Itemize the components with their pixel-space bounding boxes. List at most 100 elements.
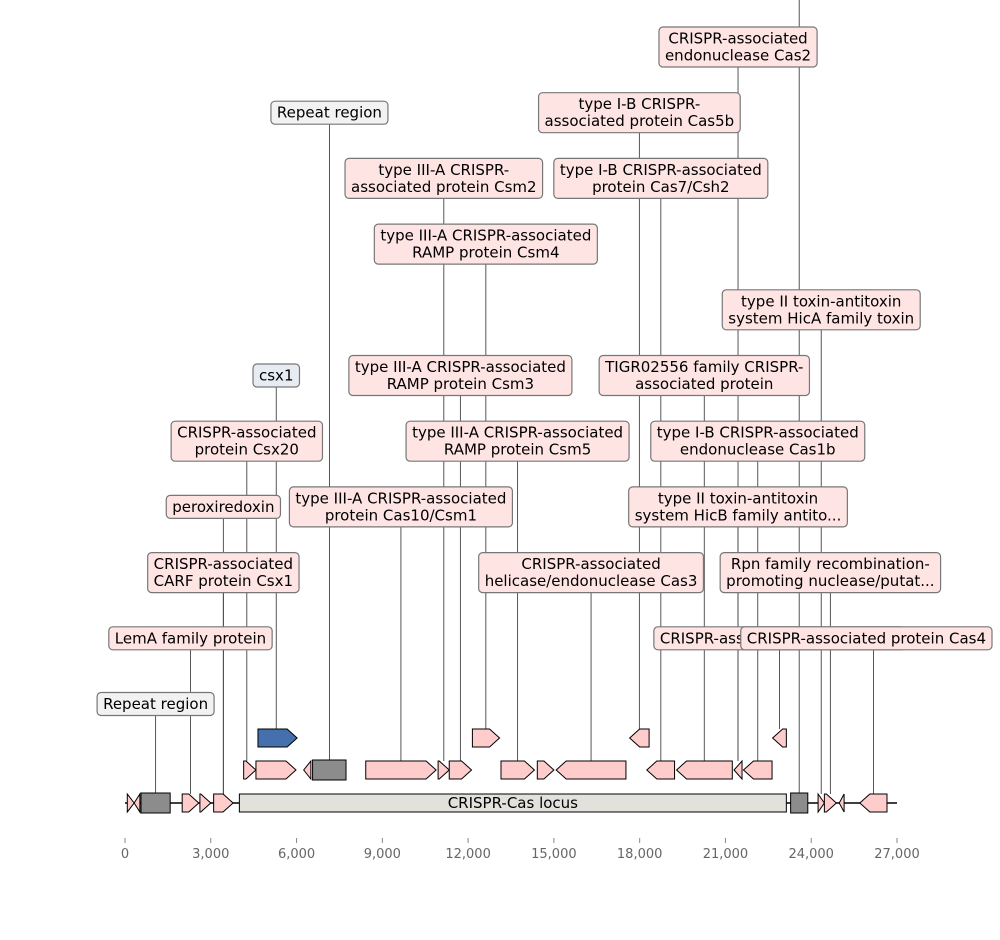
feature-label-box (598, 354, 811, 397)
feature-label-text: CRISPR-associated (668, 30, 807, 48)
axis-tick-label: 18,000 (617, 847, 663, 862)
feature-2 (133, 792, 141, 814)
feature-29 (628, 728, 650, 748)
feature-label-box (170, 420, 324, 462)
feature-6 (213, 793, 234, 813)
axis-tick-label: 0 (121, 847, 129, 862)
feature-20 (500, 760, 536, 780)
feature-label-text: CRISPR-associated (521, 555, 660, 573)
repeat-region-16 (312, 759, 347, 781)
feature-label-text: system HicB family antito... (635, 506, 842, 524)
feature-label-box (478, 551, 705, 594)
feature-label-box (96, 691, 215, 717)
axis-tick-label: 3,000 (192, 847, 229, 862)
feature-30 (771, 728, 787, 748)
axis-tick-label: 21,000 (703, 847, 749, 862)
feature-label-box (147, 551, 300, 594)
feature-label-text: type III-A CRISPR-associated (355, 358, 566, 376)
feature-label-text: CRISPR-associated protein Cas4 (747, 629, 986, 647)
feature-label-text: type I-B CRISPR- (578, 95, 700, 113)
feature-label-text: protein Cas10/Csm1 (325, 506, 477, 524)
feature-label-box (553, 157, 769, 199)
repeat-region-3 (140, 792, 171, 814)
feature-26 (742, 760, 773, 780)
feature-label-text: helicase/endonuclease Cas3 (485, 572, 698, 590)
feature-7 (238, 793, 787, 813)
feature-label-text: RAMP protein Csm4 (412, 244, 559, 262)
feature-label-box (740, 626, 993, 651)
feature-label-text: CRISPR-associated (154, 555, 293, 573)
feature-label-text: system HicA family toxin (728, 309, 914, 327)
feature-label-text: peroxiredoxin (172, 498, 274, 516)
feature-19 (448, 760, 473, 780)
feature-label-text: RAMP protein Csm3 (387, 375, 534, 393)
feature-13 (243, 760, 257, 780)
feature-label-24: CRISPR-associated protein Cas4 (740, 626, 993, 651)
axis-tick-label: 9,000 (364, 847, 401, 862)
feature-label-text: csx1 (259, 367, 293, 385)
feature-label-2: LemA family protein (108, 626, 273, 651)
feature-label-9: type III-A CRISPR-associated protein Csm… (344, 157, 544, 199)
feature-label-7: Repeat region (270, 100, 389, 125)
feature-label-text: type II toxin-antitoxin (741, 292, 901, 310)
leader-lines (155, 0, 875, 794)
feature-12 (859, 793, 888, 813)
feature-label-text: protein Csx20 (195, 441, 299, 459)
axis-tick-label: 6,000 (278, 847, 315, 862)
feature-label-box (658, 26, 818, 68)
feature-label-16: TIGR02556 family CRISPR-associated prote… (598, 354, 811, 397)
feature-label-box (348, 354, 573, 397)
repeat-region-8 (790, 792, 809, 814)
feature-label-text: CRISPR-associated (177, 424, 316, 442)
feature-18 (437, 760, 450, 780)
feature-label-text: associated protein Csm2 (351, 178, 537, 196)
feature-label-text: RAMP protein Csm5 (444, 441, 591, 459)
feature-label-text: associated protein Cas5b (545, 112, 735, 130)
feature-label-box (252, 363, 301, 388)
feature-label-box (405, 420, 630, 462)
feature-25 (733, 759, 743, 781)
feature-23 (646, 760, 676, 780)
feature-28 (471, 728, 501, 748)
feature-label-box (721, 289, 921, 331)
feature-1 (126, 792, 135, 814)
feature-label-23: Rpn family recombination-promoting nucle… (719, 551, 942, 594)
feature-label-box (537, 92, 741, 134)
feature-label-text: associated protein (635, 375, 773, 393)
feature-label-box (165, 494, 282, 519)
feature-label-4: peroxiredoxin (165, 494, 282, 519)
feature-label-text: Rpn family recombination- (731, 555, 930, 573)
feature-label-text: Repeat region (277, 104, 382, 122)
feature-label-text: endonuclease Cas2 (665, 47, 811, 65)
feature-4 (181, 793, 200, 813)
feature-17 (365, 760, 437, 780)
feature-label-box (270, 100, 389, 125)
feature-label-box (650, 420, 866, 462)
feature-10 (823, 793, 838, 813)
feature-label-text: type I-B CRISPR-associated (657, 424, 859, 442)
feature-27 (257, 728, 298, 748)
feature-label-text: type I-B CRISPR-associated (560, 161, 762, 179)
feature-label-6: csx1 (252, 363, 301, 388)
feature-label-text: CARF protein Csx1 (154, 572, 293, 590)
feature-label-text: type III-A CRISPR-associated (412, 424, 623, 442)
feature-label-box (108, 626, 273, 651)
feature-label-1: Repeat region (96, 691, 215, 717)
feature-21 (536, 760, 555, 780)
feature-label-text: protein Cas7/Csh2 (592, 178, 730, 196)
locus-label: CRISPR-Cas locus (448, 794, 578, 812)
feature-label-text: type III-A CRISPR-associated (380, 227, 591, 245)
axis-tick-label: 27,000 (874, 847, 920, 862)
feature-22 (555, 760, 627, 780)
feature-label-text: Repeat region (103, 695, 208, 713)
